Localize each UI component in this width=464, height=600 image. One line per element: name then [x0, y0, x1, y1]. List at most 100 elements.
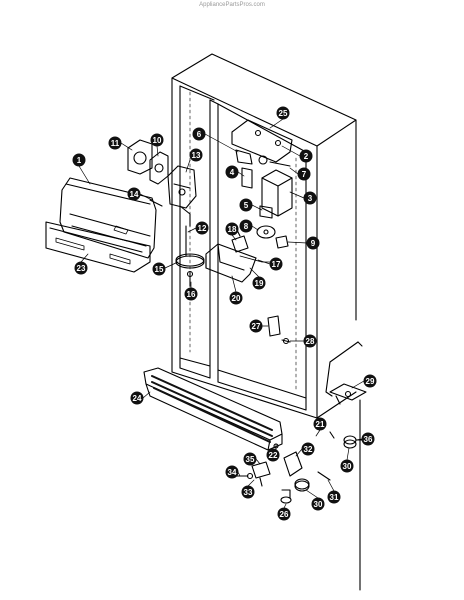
callout-number: 31	[330, 493, 339, 502]
callout-circle	[189, 148, 203, 162]
callout-25: 25	[276, 106, 290, 120]
callout-33: 33	[241, 485, 255, 499]
callout-circle	[299, 149, 313, 163]
callout-circle	[127, 187, 141, 201]
callout-circle	[225, 465, 239, 479]
toe-grille	[45, 221, 151, 273]
callout-8: 8	[239, 219, 253, 233]
callout-number: 4	[230, 168, 235, 177]
callout-number: 15	[155, 265, 164, 274]
callout-circle	[276, 106, 290, 120]
callout-number: 8	[244, 222, 249, 231]
callout-number: 9	[311, 239, 316, 248]
callout-36: 36	[361, 432, 375, 446]
callout-number: 3	[308, 194, 313, 203]
callout-28: 28	[303, 334, 317, 348]
callout-number: 20	[232, 294, 241, 303]
callout-circle	[306, 236, 320, 250]
callout-5: 5	[239, 198, 253, 212]
callout-circle	[313, 417, 327, 431]
callout-circle	[130, 391, 144, 405]
callout-10: 10	[150, 133, 164, 147]
callout-21: 21	[313, 417, 327, 431]
callout-35: 35	[243, 452, 257, 466]
door-switch-parts	[267, 315, 291, 345]
callout-18: 18	[225, 222, 239, 236]
callout-circle	[72, 153, 86, 167]
callout-17: 17	[269, 257, 283, 271]
callout-13: 13	[189, 148, 203, 162]
callout-number: 36	[364, 435, 373, 444]
callout-number: 26	[280, 510, 289, 519]
callout-27: 27	[249, 319, 263, 333]
callout-circle	[229, 291, 243, 305]
callout-circle	[340, 459, 354, 473]
callout-circle	[277, 507, 291, 521]
damper-assembly	[175, 225, 205, 287]
kickplate-grille	[143, 367, 283, 451]
callout-32: 32	[301, 442, 315, 456]
callout-number: 33	[244, 488, 253, 497]
callout-circle	[225, 165, 239, 179]
callout-7: 7	[297, 167, 311, 181]
callout-circle	[74, 261, 88, 275]
callout-number: 6	[197, 130, 202, 139]
callout-number: 32	[304, 445, 313, 454]
callout-number: 23	[77, 264, 86, 273]
callout-29: 29	[363, 374, 377, 388]
callout-number: 18	[228, 225, 237, 234]
callout-9: 9	[306, 236, 320, 250]
callout-circle	[327, 490, 341, 504]
callout-number: 5	[244, 201, 249, 210]
callout-number: 19	[255, 279, 264, 288]
callout-circle	[303, 334, 317, 348]
callout-22: 22	[266, 448, 280, 462]
callout-number: 30	[314, 500, 323, 509]
callout-circle	[249, 319, 263, 333]
callout-number: 2	[304, 152, 309, 161]
callout-number: 34	[228, 468, 237, 477]
callout-number: 12	[198, 224, 207, 233]
callout-circle	[361, 432, 375, 446]
callout-number: 14	[130, 190, 139, 199]
callout-number: 28	[306, 337, 315, 346]
callout-26: 26	[277, 507, 291, 521]
callout-4: 4	[225, 165, 239, 179]
callout-16: 16	[184, 287, 198, 301]
callout-number: 29	[366, 377, 375, 386]
callout-circle	[297, 167, 311, 181]
callout-number: 22	[269, 451, 278, 460]
callout-34: 34	[225, 465, 239, 479]
callout-14: 14	[127, 187, 141, 201]
callout-number: 25	[279, 109, 288, 118]
callout-circle	[241, 485, 255, 499]
callout-circle	[195, 221, 209, 235]
callout-6: 6	[192, 127, 206, 141]
callout-circle	[150, 133, 164, 147]
callout-3: 3	[303, 191, 317, 205]
callout-number: 17	[272, 260, 281, 269]
callout-31: 31	[327, 490, 341, 504]
callout-circle	[252, 276, 266, 290]
callout-number: 13	[192, 151, 201, 160]
callout-circle	[311, 497, 325, 511]
callout-circle	[269, 257, 283, 271]
callout-circle	[363, 374, 377, 388]
callout-20: 20	[229, 291, 243, 305]
callout-circle	[192, 127, 206, 141]
callout-circle	[184, 287, 198, 301]
callout-number: 1	[77, 156, 82, 165]
callout-circle	[239, 198, 253, 212]
callout-24: 24	[130, 391, 144, 405]
callout-circle	[243, 452, 257, 466]
callout-19: 19	[252, 276, 266, 290]
control-housing	[127, 139, 197, 227]
callout-30b: 30	[311, 497, 325, 511]
callout-30a: 30	[340, 459, 354, 473]
leader-lines	[78, 118, 365, 509]
callout-2: 2	[299, 149, 313, 163]
door-panel	[59, 177, 157, 259]
callout-number: 21	[316, 420, 325, 429]
